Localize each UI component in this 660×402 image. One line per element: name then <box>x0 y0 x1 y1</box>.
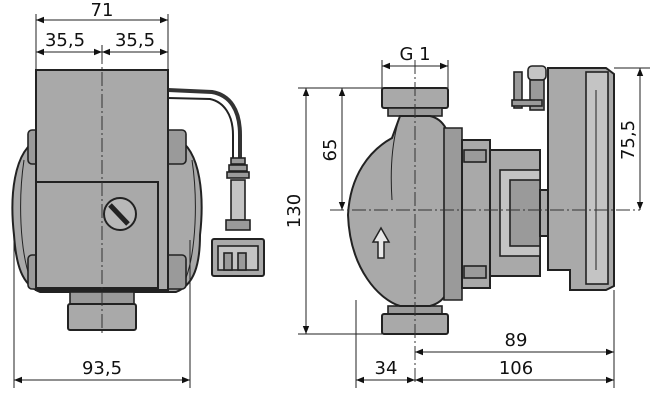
dim-93-5: 93,5 <box>82 358 122 379</box>
power-cable <box>167 88 242 160</box>
side-view <box>330 60 640 382</box>
front-dimensions: 71 35,5 35,5 93,5 <box>13 0 191 388</box>
dim-89: 89 <box>505 330 528 351</box>
side-volute <box>346 115 453 307</box>
dim-g1: G 1 <box>399 44 430 65</box>
terminal-box-panel <box>35 181 159 289</box>
cable-strain-relief <box>225 157 251 231</box>
dim-130: 130 <box>284 194 305 228</box>
side-dimensions: G 1 130 65 75,5 89 34 106 <box>284 44 650 388</box>
dim-65: 65 <box>320 139 341 162</box>
slotted-dial-icon <box>103 197 137 231</box>
dim-35-5-right: 35,5 <box>115 30 155 51</box>
front-view <box>11 50 265 336</box>
plug-connector <box>211 238 265 277</box>
dim-106: 106 <box>499 358 533 379</box>
motor-flange <box>443 127 463 301</box>
terminal-clip <box>511 65 547 111</box>
dim-71: 71 <box>91 0 114 21</box>
dim-34: 34 <box>375 358 398 379</box>
dim-35-5-left: 35,5 <box>45 30 85 51</box>
dim-75-5: 75,5 <box>618 120 639 160</box>
up-arrow-icon <box>371 226 391 259</box>
